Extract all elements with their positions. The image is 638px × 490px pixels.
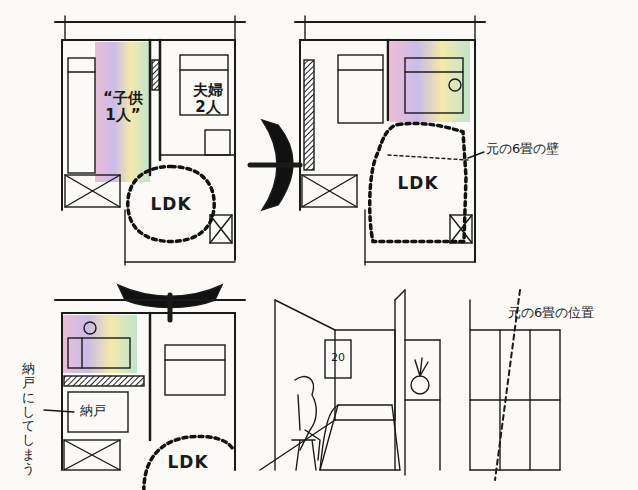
ldk-zone: LDK: [368, 122, 468, 244]
note-label: 元の6畳の位置: [508, 306, 594, 321]
dashed-outline-path: [144, 436, 233, 490]
zone-label: LDK: [150, 194, 191, 214]
zone-label: LDK: [397, 173, 438, 193]
note-label: 元の6畳の壁: [486, 142, 559, 157]
note-label: 納戸: [80, 404, 106, 419]
note-label: 納戸にしてしまう: [22, 362, 35, 476]
dashed-outline-path: [128, 167, 214, 242]
note-label: 夫婦 2人: [188, 82, 228, 117]
note-label: “子供 1人”: [100, 90, 146, 125]
ldk-zone: LDK: [126, 165, 216, 243]
ldk-zone: LDK: [140, 432, 236, 490]
note-label: 20: [331, 352, 345, 365]
dashed-outline-path: [370, 124, 466, 242]
zone-label: LDK: [167, 452, 208, 472]
